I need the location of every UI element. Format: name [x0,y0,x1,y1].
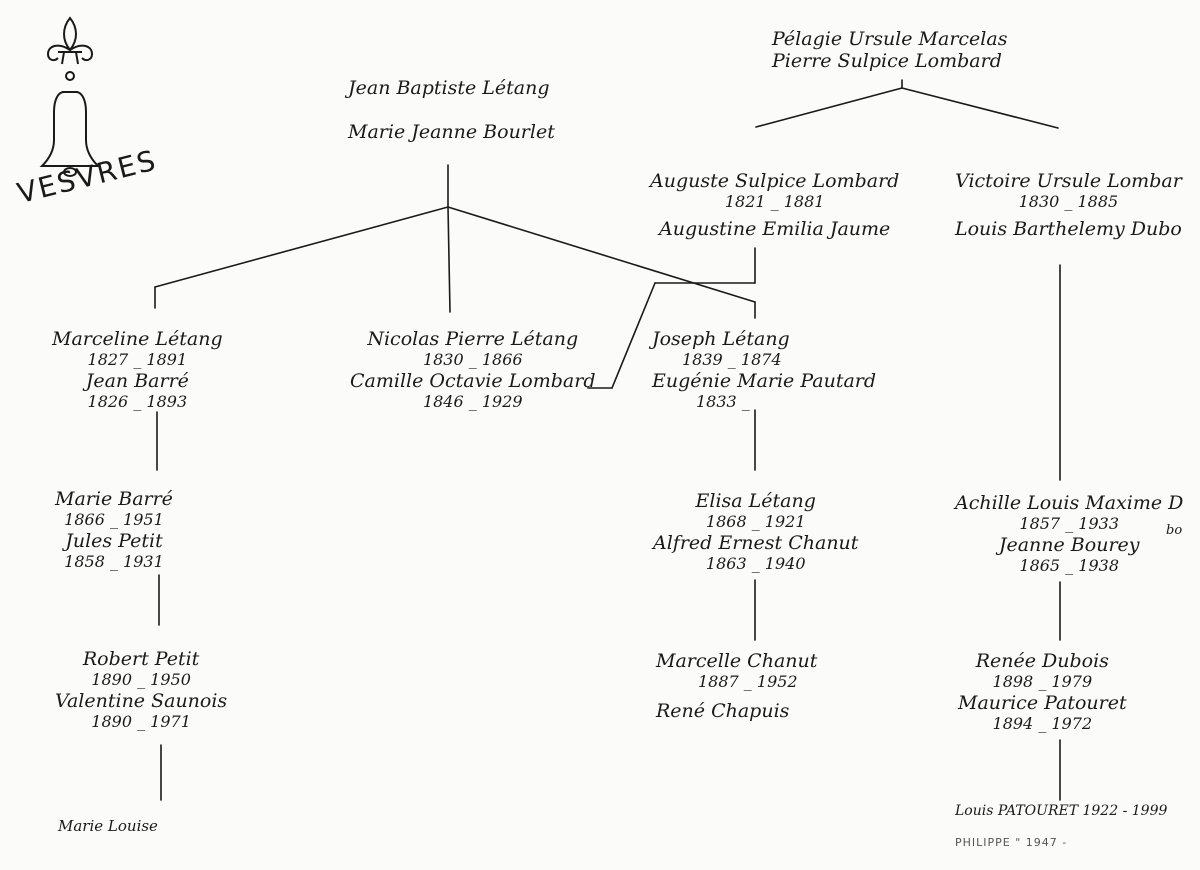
node-louis-patouret: Louis PATOURET 1922 - 1999 [955,803,1168,819]
node-nicolas-letang: Nicolas Pierre Létang 1830 _ 1866 Camill… [350,328,595,412]
spouse-name: Maurice Patouret [958,692,1127,714]
person-name: Robert Petit [82,648,200,670]
person-dates: 1887 _ 1952 [698,672,798,691]
spouse-name: Camille Octavie Lombard [350,370,596,392]
node-jean-baptiste-marie-jeanne: Jean Baptiste Létang Marie Jeanne Bourle… [348,66,555,154]
node-achille-dubois: Achille Louis Maxime D 1857 _ 1933 Jeann… [955,492,1183,576]
spouse-name: Eugénie Marie Pautard [652,370,877,392]
node-marie-louise: Marie Louise [58,817,158,835]
person-dates: 1857 _ 1933 [1019,514,1119,533]
person-name: Pélagie Ursule Marcelas [772,28,1008,50]
node-renee-dubois: Renée Dubois 1898 _ 1979 Maurice Patoure… [958,650,1127,734]
person-name: Marcelle Chanut [656,650,818,672]
spouse-dates: 1863 _ 1940 [705,554,806,573]
node-marcelle-chanut: Marcelle Chanut 1887 _ 1952 René Chapuis [656,650,817,722]
node-joseph-letang: Joseph Létang 1839 _ 1874 Eugénie Marie … [652,328,876,412]
person-name: Jean Baptiste Létang [348,77,550,99]
person-name: Marceline Létang [52,328,223,350]
spouse-dates: 1894 _ 1972 [992,714,1093,733]
bell-knob [65,71,75,81]
spouse-name: Jules Petit [65,530,163,552]
node-elisa-letang: Elisa Létang 1868 _ 1921 Alfred Ernest C… [653,490,858,574]
person-name: Renée Dubois [975,650,1109,672]
person-name: Victoire Ursule Lombar [955,170,1182,192]
person-name: Achille Louis Maxime D [955,492,1184,514]
person-dates: 1868 _ 1921 [705,512,806,531]
person-name: Joseph Létang [652,328,790,350]
person-name: Marie Barré [55,488,173,510]
spouse-name: Augustine Emilia Jaume [659,218,891,240]
connector-line [154,206,449,288]
spouse-name: Marie Jeanne Bourlet [348,121,555,143]
spouse-dates: 1846 _ 1929 [422,392,523,411]
person-dates: 1890 _ 1950 [91,670,191,689]
spouse-dates: 1865 _ 1938 [1019,556,1119,575]
person-name: Auguste Sulpice Lombard [650,170,900,192]
spouse-name: René Chapuis [656,700,790,722]
person-name: Nicolas Pierre Létang [367,328,579,350]
connector-line [755,87,903,128]
spouse-name: Jean Barré [85,370,189,392]
margin-note: bo [1166,523,1183,538]
connector-line [447,206,451,313]
spouse-dates: 1858 _ 1931 [64,552,164,571]
connector-line [901,87,1059,129]
spouse-name: Valentine Saunois [55,690,228,712]
node-auguste-lombard: Auguste Sulpice Lombard 1821 _ 1881 Augu… [650,170,899,240]
person-dates: 1898 _ 1979 [992,672,1093,691]
fleur-de-lis-icon [46,16,94,65]
spouse-dates: 1826 _ 1893 [87,392,188,411]
spouse-name: Jeanne Bourey [998,534,1140,556]
spouse-dates: 1890 _ 1971 [91,712,191,731]
spouse-name: Alfred Ernest Chanut [653,532,859,554]
person-dates: 1866 _ 1951 [64,510,164,529]
person-dates: 1830 _ 1866 [422,350,523,369]
node-victoire-lombard: Victoire Ursule Lombar 1830 _ 1885 Louis… [955,170,1182,240]
node-robert-petit: Robert Petit 1890 _ 1950 Valentine Sauno… [55,648,227,732]
node-marie-barre: Marie Barré 1866 _ 1951 Jules Petit 1858… [55,488,173,572]
connector-line [611,282,656,389]
person-name: Elisa Létang [695,490,816,512]
node-marceline-letang: Marceline Létang 1827 _ 1891 Jean Barré … [52,328,223,412]
bell-icon [39,91,101,177]
node-pelagie-pierre: Pélagie Ursule Marcelas Pierre Sulpice L… [772,28,1007,72]
person-dates: 1827 _ 1891 [87,350,188,369]
connector-line [447,206,756,303]
spouse-name: Pierre Sulpice Lombard [772,50,1002,72]
person-dates: 1821 _ 1881 [724,192,825,211]
spouse-dates: 1833 _ [696,392,750,411]
person-dates: 1830 _ 1885 [1018,192,1119,211]
person-dates: 1839 _ 1874 [682,350,782,369]
node-philippe-patouret: PHILIPPE " 1947 - [955,836,1068,849]
spouse-name: Louis Barthelemy Dubo [955,218,1182,240]
vesvres-crest [39,16,101,177]
